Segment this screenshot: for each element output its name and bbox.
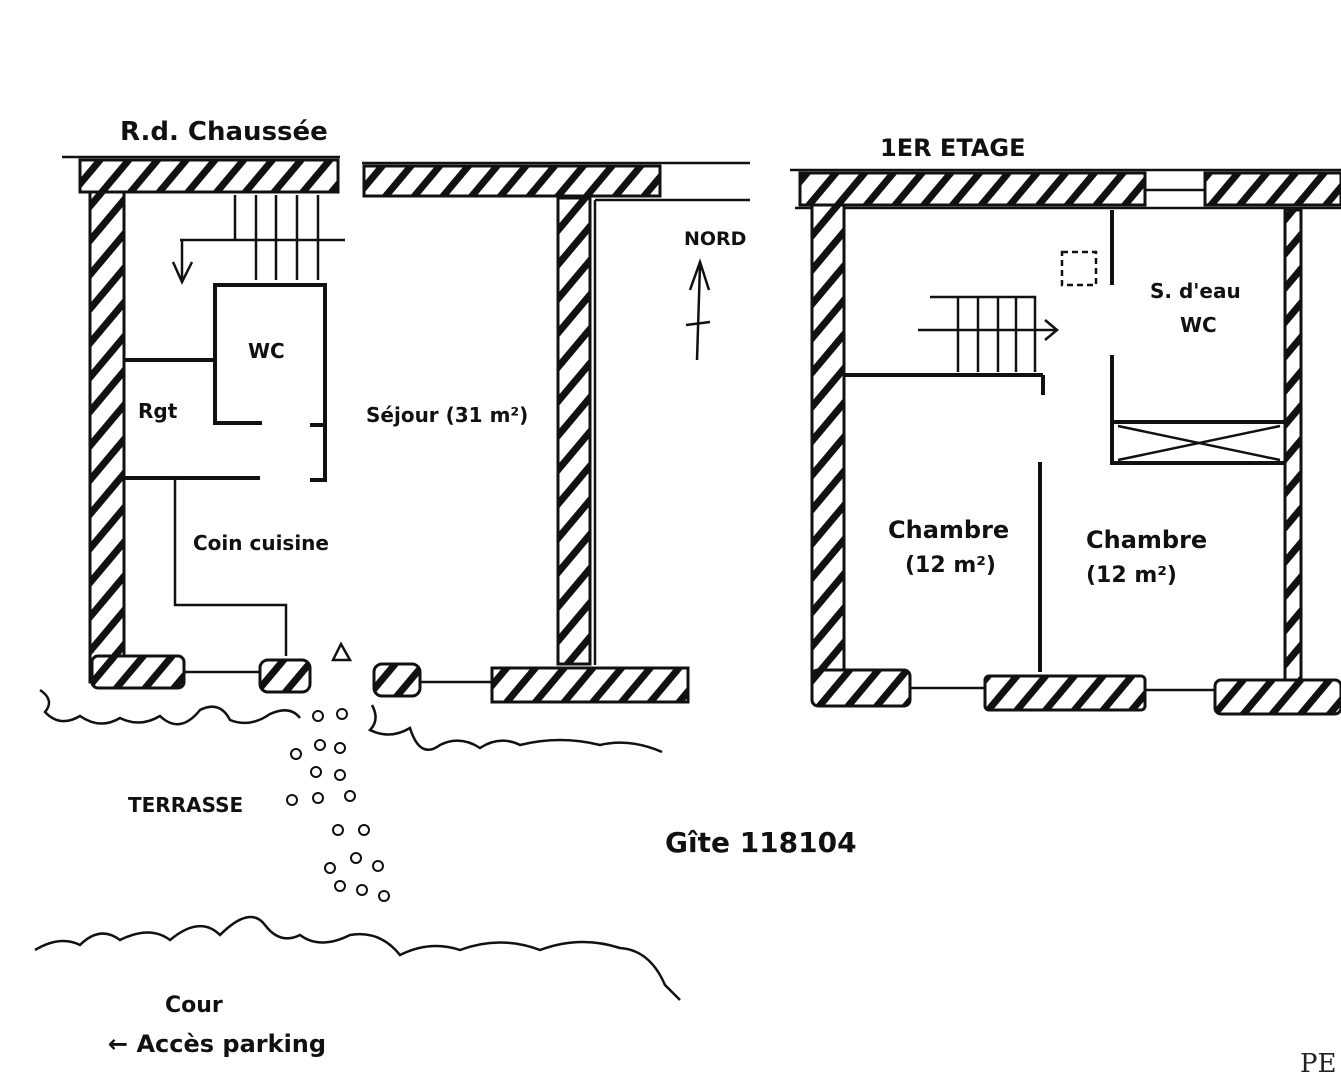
- wall-north-right: [362, 164, 662, 198]
- dashed-square: [1060, 250, 1098, 287]
- ground-floor-plan: [62, 155, 750, 704]
- gravel-path: [286, 708, 390, 902]
- wc-walls: [213, 283, 327, 482]
- wall-east-1f: [1283, 208, 1303, 682]
- wall-south-1f-2: [983, 674, 1147, 712]
- room-label-bathroom: S. d'eau: [1150, 279, 1241, 303]
- room-area-bedroom-1: (12 m²): [905, 553, 996, 578]
- ground-floor-title: R.d. Chaussée: [120, 117, 328, 147]
- north-label: NORD: [684, 228, 746, 250]
- room-label-wc: WC: [248, 339, 285, 363]
- north-arrow-icon: [685, 258, 711, 361]
- wall-south-1f-3: [1213, 678, 1341, 716]
- closet-cross: [1117, 424, 1281, 462]
- gite-caption: Gîte 118104: [665, 826, 857, 859]
- wall-north-2: [1203, 171, 1341, 207]
- signature: PE: [1300, 1049, 1336, 1079]
- room-label-storage: Rgt: [138, 399, 178, 423]
- room-label-bathroom-wc: WC: [1180, 313, 1217, 337]
- wall-south-3: [372, 662, 422, 698]
- stair-arrow-icon: [171, 240, 194, 285]
- first-floor-title: 1ER ETAGE: [880, 134, 1026, 162]
- yard-label: Cour: [165, 993, 223, 1018]
- staircase: [171, 195, 345, 285]
- wall-south-4: [490, 666, 690, 704]
- first-floor-plan: [790, 168, 1341, 716]
- wall-north-left: [78, 158, 340, 194]
- wall-north-1: [798, 171, 1147, 207]
- room-label-bedroom-1: Chambre: [888, 516, 1009, 544]
- terrain: [34, 688, 681, 1001]
- room-label-living: Séjour (31 m²): [366, 403, 528, 427]
- wall-east: [556, 196, 592, 666]
- room-label-bedroom-2: Chambre: [1086, 526, 1207, 554]
- room-area-bedroom-2: (12 m²): [1086, 563, 1177, 588]
- wall-south-1: [90, 654, 186, 690]
- room-label-kitchen: Coin cuisine: [193, 531, 329, 555]
- wall-south-1f-1: [810, 668, 912, 708]
- kitchen-counter: [173, 478, 288, 656]
- wall-west: [88, 190, 126, 684]
- staircase-1f: [918, 295, 1059, 372]
- parking-access-label: ← Accès parking: [108, 1030, 326, 1058]
- entrance-triangle-icon: [330, 641, 353, 662]
- terrace-label: TERRASSE: [128, 793, 243, 817]
- wall-west-1f: [810, 203, 846, 677]
- wall-south-2: [258, 658, 312, 694]
